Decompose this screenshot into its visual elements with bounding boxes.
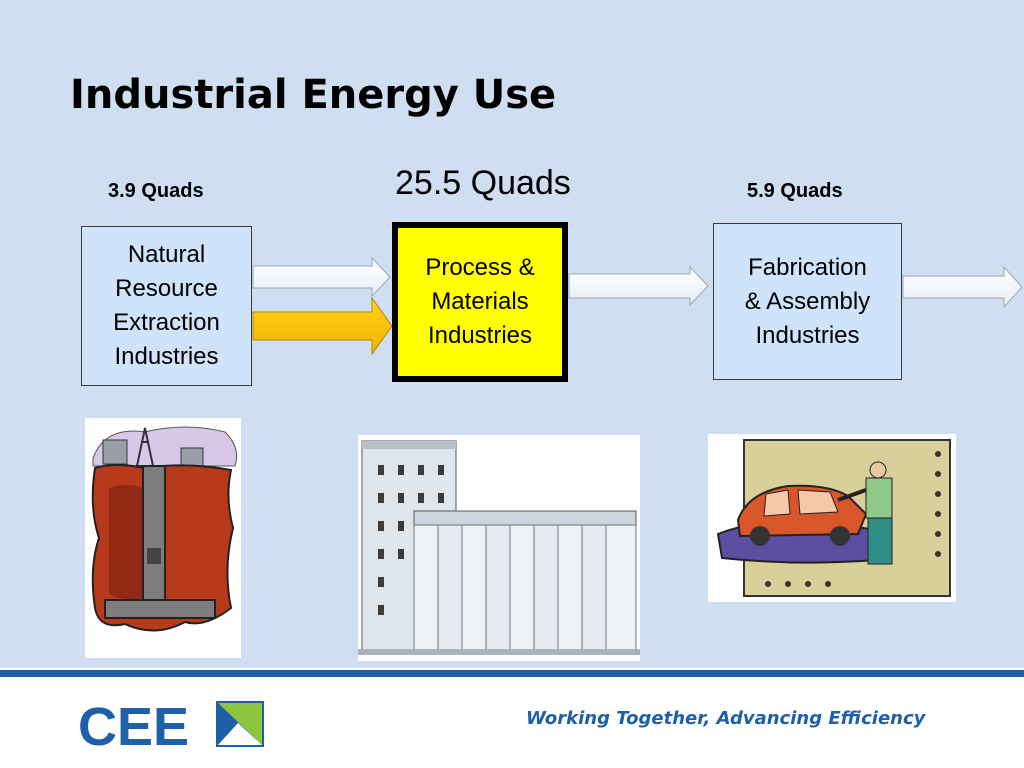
quads-label-process: 25.5 Quads (395, 164, 571, 202)
box-mid-line-1: Process & (425, 254, 535, 281)
cee-logo-text: CEE (78, 697, 189, 751)
box-mid-line-2: Materials (431, 288, 529, 315)
mining-extraction-clipart (85, 418, 241, 658)
box-fabrication-assembly: Fabrication & Assembly Industries (713, 223, 902, 380)
box-left-line-1: Natural (127, 241, 206, 268)
box-right-line-2: & Assembly (744, 287, 871, 315)
box-mid-line-3: Industries (427, 322, 533, 349)
box-right-line-3: Industries (755, 321, 860, 349)
grain-silo-factory-clipart (358, 435, 640, 661)
footer-tagline: Working Together, Advancing Efficiency (526, 708, 926, 729)
box-left-line-3: Extraction (113, 309, 220, 336)
cee-logo: CEE (78, 697, 264, 751)
box-left-line-4: Industries (114, 343, 219, 370)
quads-label-extraction: 3.9 Quads (108, 180, 204, 202)
box-natural-resource-extraction: Natural Resource Extraction Industries (81, 226, 252, 386)
cee-logo-mark (216, 701, 264, 747)
arrow-fabrication-out (902, 265, 1023, 309)
box-left-line-2: Resource (115, 275, 218, 302)
flow-arrows (252, 256, 1023, 356)
box-process-materials: Process & Materials Industries (392, 222, 568, 382)
footer-divider (0, 670, 1024, 677)
arrow-process-to-fabrication (568, 265, 709, 307)
arrow-white-extraction-to-process (252, 256, 391, 298)
arrow-yellow-extraction-to-process (252, 296, 393, 356)
box-right-line-1: Fabrication (748, 253, 867, 281)
car-assembly-worker-clipart (708, 434, 956, 602)
slide-title: Industrial Energy Use (70, 72, 557, 118)
quads-label-fabrication: 5.9 Quads (747, 180, 843, 202)
